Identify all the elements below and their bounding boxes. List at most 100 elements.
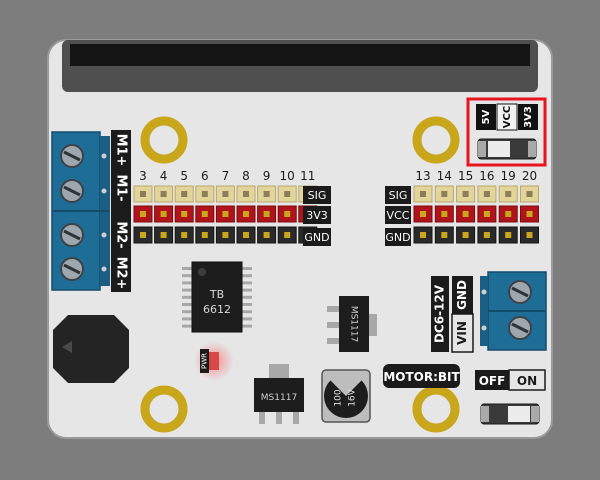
servo-left-vcc-pin xyxy=(174,205,194,223)
servo-right-gnd-pin xyxy=(413,226,433,244)
driver-chip-leg xyxy=(242,288,252,292)
mount-hole-bottom-left xyxy=(145,390,183,428)
power-switch[interactable]: OFF ON xyxy=(475,369,546,425)
servo-right-vcc-pin xyxy=(413,205,433,223)
driver-chip-leg xyxy=(182,288,192,292)
servo-right-pin-number: 19 xyxy=(501,169,516,183)
servo-left-sig-pin xyxy=(195,185,215,203)
driver-chip-leg xyxy=(182,317,192,321)
servo-left-pin-number: 6 xyxy=(201,169,209,183)
servo-left-pin-number: 4 xyxy=(160,169,168,183)
servo-left-pin-number: 5 xyxy=(180,169,188,183)
servo-left-gnd-pin xyxy=(154,226,174,244)
dc-input-labels: DC6-12V GND VIN xyxy=(431,276,474,353)
power-led-label: PWR xyxy=(201,353,209,369)
mount-hole-top-left xyxy=(145,121,183,159)
power-select-5v: 5V xyxy=(481,109,492,124)
driver-chip: TB 6612 xyxy=(182,261,252,333)
dc-screw-1 xyxy=(507,279,533,305)
servo-right-pin-number: 15 xyxy=(458,169,473,183)
brand-label: MOTOR:BIT xyxy=(383,364,460,388)
servo-right-gnd-pin xyxy=(498,226,518,244)
regulator-bottom: MS1117 xyxy=(254,364,304,424)
servo-right-vcc-label: VCC xyxy=(387,209,410,222)
power-switch-knob[interactable] xyxy=(508,406,530,422)
servo-left-sig-pin xyxy=(154,185,174,203)
servo-right-gnd-pin xyxy=(520,226,539,244)
servo-left-sig-pin xyxy=(174,185,194,203)
driver-chip-leg xyxy=(182,295,192,299)
servo-left-vcc-label: 3V3 xyxy=(306,209,328,222)
servo-right-pin-number: 20 xyxy=(522,169,537,183)
servo-right-gnd-pin xyxy=(477,226,497,244)
capacitor-line-2: 16V xyxy=(348,388,358,406)
servo-right-vcc-pin xyxy=(477,205,497,223)
servo-right-side-labels: SIG VCC GND xyxy=(385,186,411,246)
servo-left-sig-pin xyxy=(236,185,256,203)
servo-left-gnd-pin xyxy=(133,226,153,244)
servo-right-sig-label: SIG xyxy=(389,189,408,202)
power-select-switch-knob[interactable] xyxy=(488,141,510,157)
driver-chip-leg xyxy=(242,324,252,328)
mount-hole-bottom-right xyxy=(417,390,455,428)
motor-label-4: M2+ xyxy=(114,257,129,290)
driver-chip-leg xyxy=(182,324,192,328)
servo-right-pin-number: 13 xyxy=(415,169,430,183)
driver-chip-leg xyxy=(182,274,192,278)
servo-right-sig-pin xyxy=(498,185,518,203)
servo-right-pin-number: 16 xyxy=(479,169,494,183)
power-select-jumper[interactable]: 5V VCC 3V3 xyxy=(466,97,547,167)
servo-left-pin-number: 7 xyxy=(222,169,230,183)
motor-label-2: M1- xyxy=(114,174,129,201)
driver-chip-leg xyxy=(242,310,252,314)
driver-chip-leg xyxy=(182,310,192,314)
servo-right-sig-pin xyxy=(520,185,539,203)
servo-left-gnd-label: GND xyxy=(304,231,329,244)
servo-left-vcc-pin xyxy=(215,205,235,223)
driver-chip-leg xyxy=(242,295,252,299)
servo-left-sig-pin xyxy=(257,185,277,203)
power-led: PWR xyxy=(194,341,234,381)
servo-right-gnd-pin xyxy=(434,226,454,244)
servo-left-sig-pin xyxy=(215,185,235,203)
servo-left-sig-pin xyxy=(277,185,297,203)
motor-screw-4 xyxy=(59,256,85,282)
servo-right-sig-pin xyxy=(434,185,454,203)
servo-right-pin-number: 14 xyxy=(437,169,452,183)
brand-label-text: MOTOR:BIT xyxy=(383,370,460,384)
servo-left-gnd-pin xyxy=(257,226,277,244)
power-switch-on-label: ON xyxy=(517,374,537,388)
servo-header-right: 13 14 15 16 19 20 xyxy=(413,169,539,244)
servo-right-sig-pin xyxy=(413,185,433,203)
servo-left-pin-number: 3 xyxy=(139,169,147,183)
servo-left-vcc-pin xyxy=(195,205,215,223)
edge-connector-opening xyxy=(70,44,530,66)
motor-screw-3 xyxy=(59,222,85,248)
motor-screw-2 xyxy=(59,178,85,204)
regulator-top: MS1117 xyxy=(327,296,377,352)
driver-chip-leg xyxy=(242,303,252,306)
servo-right-gnd-label: GND xyxy=(385,231,410,244)
dc-input-vin-label: VIN xyxy=(455,321,469,345)
regulator-top-label: MS1117 xyxy=(349,306,359,342)
servo-right-vcc-pin xyxy=(456,205,476,223)
dc-screw-2 xyxy=(507,315,533,341)
power-select-vcc: VCC xyxy=(502,106,513,128)
servo-left-vcc-pin xyxy=(236,205,256,223)
servo-left-gnd-pin xyxy=(277,226,297,244)
servo-left-vcc-pin xyxy=(257,205,277,223)
servo-right-sig-pin xyxy=(456,185,476,203)
servo-left-vcc-pin xyxy=(133,205,153,223)
servo-left-pin-number: 8 xyxy=(242,169,250,183)
dc-input-terminal xyxy=(480,271,547,351)
servo-left-side-labels: SIG 3V3 GND xyxy=(303,186,331,246)
driver-chip-line-2: 6612 xyxy=(203,303,231,316)
servo-left-sig-label: SIG xyxy=(308,189,327,202)
driver-chip-leg xyxy=(242,274,252,278)
driver-chip-leg xyxy=(242,281,252,285)
servo-left-gnd-pin xyxy=(236,226,256,244)
driver-chip-line-1: TB xyxy=(209,288,224,301)
servo-right-vcc-pin xyxy=(434,205,454,223)
servo-left-pin-number: 10 xyxy=(280,169,295,183)
